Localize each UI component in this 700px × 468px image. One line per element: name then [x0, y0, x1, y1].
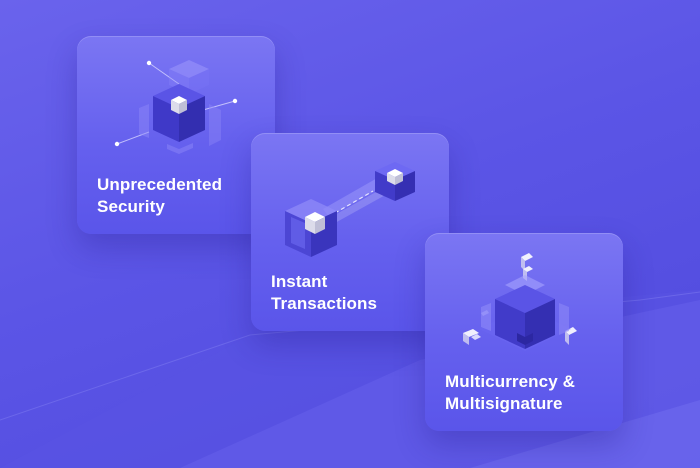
security-cube-icon	[114, 60, 238, 154]
card-title-line-1: Instant	[271, 272, 328, 291]
card-unprecedented-security: Unprecedented Security	[77, 36, 275, 234]
transaction-cubes-icon	[285, 162, 415, 257]
card-title-line-1: Multicurrency &	[445, 372, 575, 391]
card-title-line-1: Unprecedented	[97, 175, 223, 194]
card-instant-transactions: Instant Transactions	[251, 133, 449, 331]
card-title-line-2: Multisignature	[445, 394, 563, 413]
card-title-line-2: Security	[97, 197, 165, 216]
card-multicurrency-multisignature: Multicurrency & Multisignature	[425, 233, 623, 431]
multicurrency-cube-icon	[463, 253, 577, 351]
card-title-line-2: Transactions	[271, 294, 378, 313]
